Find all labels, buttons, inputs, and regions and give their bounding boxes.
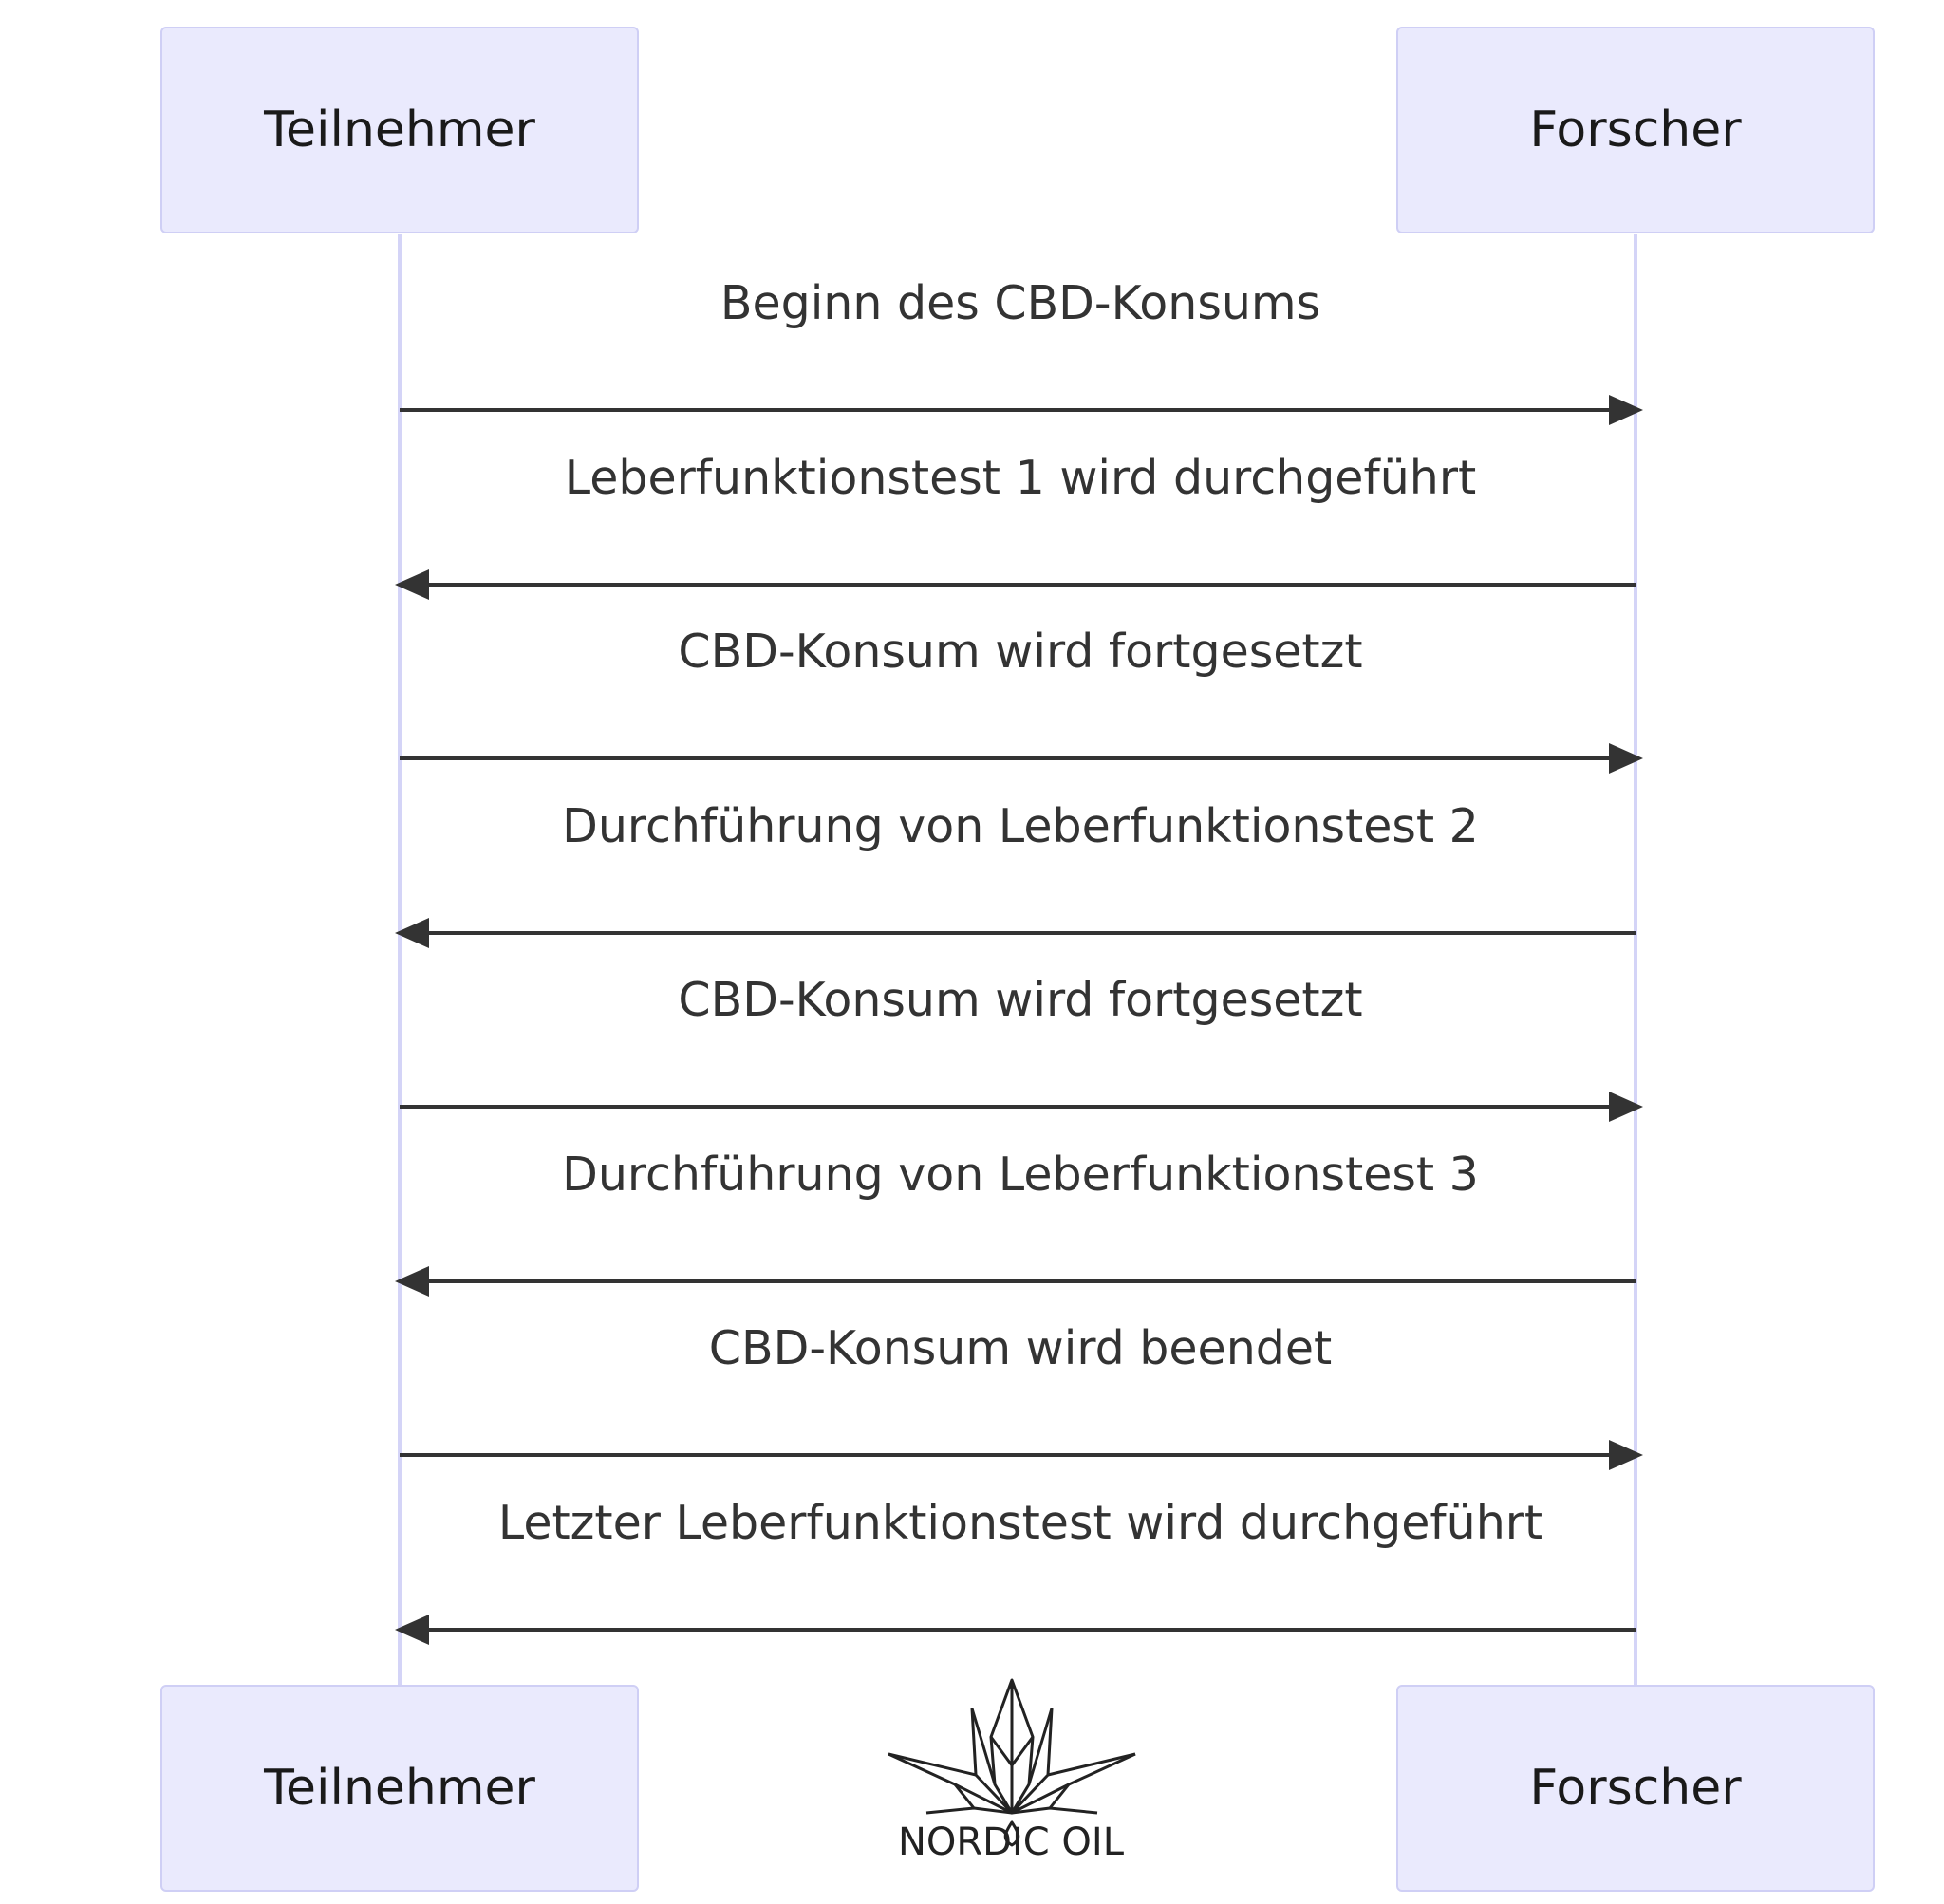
actor-box-teilnehmer-bottom: Teilnehmer: [160, 1685, 639, 1892]
actor-label-teilnehmer: Teilnehmer: [264, 102, 535, 159]
logo-name: NORDIC OIL: [897, 1820, 1124, 1864]
message-arrowhead: [395, 918, 429, 948]
message-label: CBD-Konsum wird fortgesetzt: [678, 973, 1363, 1027]
message-arrowhead: [1609, 743, 1643, 774]
message-arrows: [395, 395, 1643, 1645]
message-label: Beginn des CBD-Konsums: [720, 276, 1321, 330]
message-label: Durchführung von Leberfunktionstest 3: [562, 1148, 1479, 1202]
actor-box-forscher-top: Forscher: [1396, 27, 1875, 233]
actor-label-forscher: Forscher: [1529, 1760, 1742, 1817]
nordic-oil-logo: [888, 1678, 1136, 1847]
message-arrowhead: [395, 1615, 429, 1645]
message-label: Letzter Leberfunktionstest wird durchgef…: [497, 1496, 1543, 1550]
actor-label-teilnehmer: Teilnehmer: [264, 1760, 535, 1817]
message-label: CBD-Konsum wird fortgesetzt: [678, 625, 1363, 679]
message-arrowhead: [1609, 395, 1643, 425]
message-arrowhead: [395, 569, 429, 600]
message-label: Durchführung von Leberfunktionstest 2: [562, 799, 1479, 853]
actor-box-teilnehmer-top: Teilnehmer: [160, 27, 639, 233]
message-arrowhead: [395, 1266, 429, 1297]
actor-label-forscher: Forscher: [1529, 102, 1742, 159]
message-label: CBD-Konsum wird beendet: [708, 1321, 1333, 1375]
actor-box-forscher-bottom: Forscher: [1396, 1685, 1875, 1892]
message-arrowhead: [1609, 1440, 1643, 1470]
message-label: Leberfunktionstest 1 wird durchgeführt: [564, 451, 1477, 505]
message-arrowhead: [1609, 1092, 1643, 1122]
